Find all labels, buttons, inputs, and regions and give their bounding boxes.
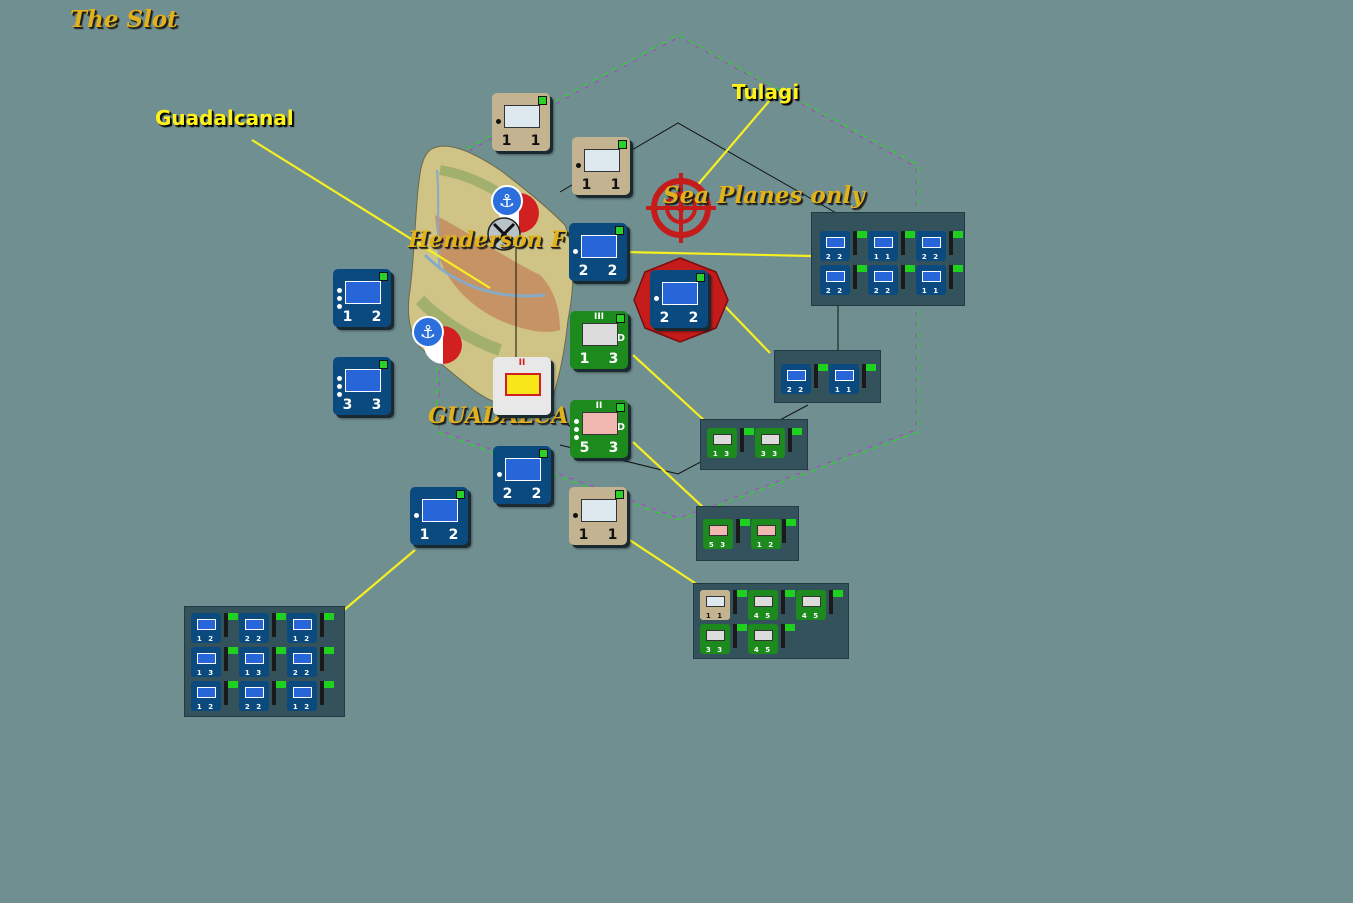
warship-icon bbox=[422, 499, 458, 522]
stack-unit[interactable]: 2 2 bbox=[820, 265, 850, 295]
stack-unit[interactable]: 2 2 bbox=[287, 647, 317, 677]
stack-unit[interactable]: 3 3 bbox=[700, 624, 730, 654]
unit-counter-marker[interactable]: II bbox=[493, 357, 551, 415]
stack-unit[interactable]: 4 5 bbox=[748, 590, 778, 620]
warship-icon bbox=[345, 369, 381, 392]
stack-unit[interactable]: 3 3 bbox=[755, 428, 785, 458]
stack-panel-mixed[interactable]: 1 1 4 5 4 5 3 3 4 5 bbox=[693, 583, 849, 659]
anchor-port-icon: ⚓ bbox=[412, 316, 462, 364]
ship-icon bbox=[504, 105, 540, 128]
stack-unit[interactable]: 1 1 bbox=[868, 231, 898, 261]
svg-text:⚓: ⚓ bbox=[420, 322, 436, 343]
stack-unit[interactable]: 2 2 bbox=[781, 364, 811, 394]
stack-unit[interactable]: 1 1 bbox=[916, 265, 946, 295]
stack-unit[interactable]: 1 3 bbox=[191, 647, 221, 677]
ship-icon bbox=[584, 149, 620, 172]
stack-unit[interactable]: 1 2 bbox=[287, 613, 317, 643]
infantry-icon bbox=[505, 373, 541, 396]
hex-outline bbox=[436, 34, 919, 521]
stack-unit[interactable]: 4 5 bbox=[796, 590, 826, 620]
stack-unit[interactable]: 1 2 bbox=[191, 681, 221, 711]
stack-unit[interactable]: 1 3 bbox=[239, 647, 269, 677]
stack-panel-infantry-2[interactable]: 5 3 1 2 bbox=[696, 506, 799, 561]
stack-unit[interactable]: 4 5 bbox=[748, 624, 778, 654]
sea-planes-only-label: Sea Planes only bbox=[663, 182, 865, 209]
warship-icon bbox=[581, 235, 617, 258]
guadalcanal-label[interactable]: Guadalcanal bbox=[155, 106, 294, 130]
ship-icon bbox=[581, 499, 617, 522]
stack-unit[interactable]: 2 2 bbox=[239, 681, 269, 711]
henderson-field-label: Henderson F bbox=[408, 227, 567, 253]
stack-unit[interactable]: 2 2 bbox=[820, 231, 850, 261]
infantry-icon bbox=[582, 412, 618, 435]
stack-unit[interactable]: 2 2 bbox=[868, 265, 898, 295]
stack-panel-naval[interactable]: 2 2 1 1 bbox=[774, 350, 881, 403]
stack-unit[interactable]: 1 1 bbox=[829, 364, 859, 394]
stack-unit[interactable]: 1 3 bbox=[707, 428, 737, 458]
airfield-icon bbox=[487, 217, 521, 251]
target-marker-icon[interactable] bbox=[646, 173, 716, 243]
stack-unit[interactable]: 1 1 bbox=[700, 590, 730, 620]
the-slot-label: The Slot bbox=[70, 6, 178, 33]
tulagi-label[interactable]: Tulagi bbox=[732, 80, 800, 104]
stack-unit[interactable]: 2 2 bbox=[916, 231, 946, 261]
stack-unit[interactable]: 2 2 bbox=[239, 613, 269, 643]
stack-unit[interactable]: 1 2 bbox=[751, 519, 781, 549]
warship-icon bbox=[662, 282, 698, 305]
svg-text:⚓: ⚓ bbox=[499, 191, 515, 212]
stack-unit[interactable]: 5 3 bbox=[703, 519, 733, 549]
stack-panel-infantry[interactable]: 1 3 3 3 bbox=[700, 419, 808, 470]
stack-unit[interactable]: 1 2 bbox=[287, 681, 317, 711]
stack-panel-tulagi[interactable]: 2 2 1 1 2 2 2 2 2 2 1 1 bbox=[811, 212, 965, 306]
warship-icon bbox=[505, 458, 541, 481]
stack-panel-left[interactable]: 1 2 2 2 1 2 1 3 1 3 2 2 1 2 2 2 1 2 bbox=[184, 606, 345, 717]
stack-unit[interactable]: 1 2 bbox=[191, 613, 221, 643]
warship-icon bbox=[345, 281, 381, 304]
infantry-icon bbox=[582, 323, 618, 346]
